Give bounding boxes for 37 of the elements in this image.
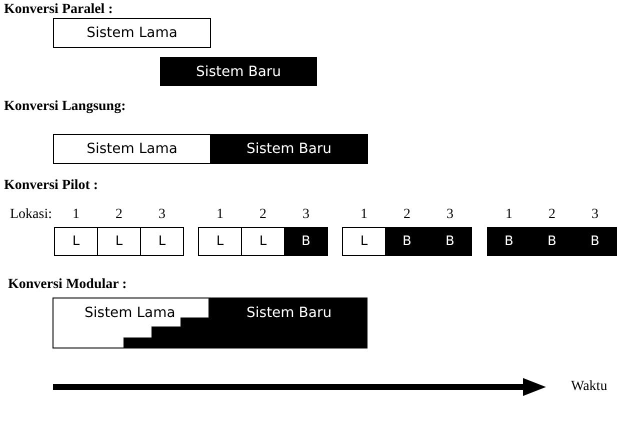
location-number: 1 (72, 207, 80, 223)
location-number: 2 (116, 207, 122, 223)
row-label: Lokasi: (10, 207, 52, 223)
location-number: 1 (360, 207, 368, 223)
location-box: L (54, 227, 98, 256)
location-box: L (97, 227, 141, 256)
old-system-region (53, 298, 209, 348)
new-system-bar: Sistem Baru (160, 57, 317, 86)
system-label: Sistem Lama (84, 305, 176, 321)
location-box: B (428, 227, 472, 256)
location-box: L (198, 227, 242, 256)
old-system-bar: Sistem Lama (53, 18, 211, 48)
location-number: 2 (404, 207, 410, 223)
location-number: 1 (506, 207, 512, 223)
location-box: B (385, 227, 429, 256)
location-number: 3 (592, 207, 598, 223)
location-box: B (487, 227, 531, 256)
new-system-bar: Sistem Baru (210, 134, 368, 164)
location-number: 3 (158, 207, 166, 223)
system-label: Sistem Baru (246, 305, 332, 321)
location-box: B (573, 227, 617, 256)
location-box: B (530, 227, 574, 256)
location-box: L (140, 227, 184, 256)
axis-label: Waktu (571, 379, 608, 395)
location-box: L (342, 227, 386, 256)
location-number: 2 (548, 207, 556, 223)
location-box: L (241, 227, 285, 256)
location-number: 3 (302, 207, 310, 223)
location-box: B (284, 227, 328, 256)
section-heading: Konversi Pilot : (4, 178, 98, 194)
section-heading: Konversi Langsung: (4, 99, 126, 115)
section-heading: Konversi Paralel : (4, 2, 113, 18)
location-number: 1 (216, 207, 224, 223)
location-number: 3 (446, 207, 454, 223)
old-system-bar: Sistem Lama (53, 134, 211, 164)
location-number: 2 (260, 207, 266, 223)
section-heading: Konversi Modular : (8, 277, 127, 293)
